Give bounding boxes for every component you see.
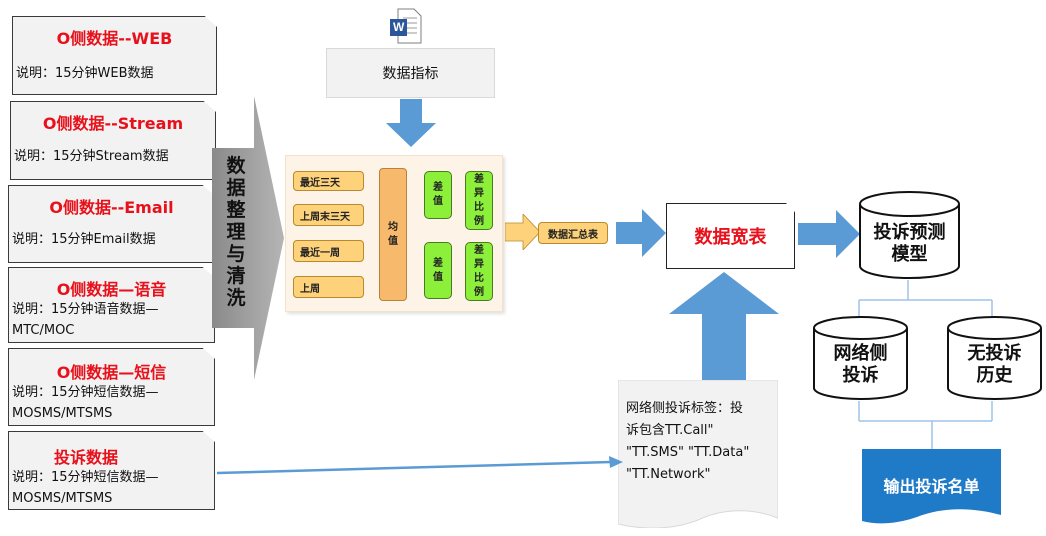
source-title: O侧数据--Stream bbox=[42, 114, 184, 133]
arrow-up-to-wide-table bbox=[669, 272, 779, 380]
source-title: O侧数据--Email bbox=[49, 198, 174, 217]
source-title: 投诉数据 bbox=[54, 448, 119, 467]
source-box-stream: O侧数据--Stream 说明：15分钟Stream数据 bbox=[10, 101, 216, 180]
source-desc: 说明：15分钟语音数据—MTC/MOC bbox=[12, 302, 159, 338]
arrow-to-wide-table bbox=[616, 209, 666, 257]
cleaning-arrow bbox=[212, 96, 284, 380]
period-last-week: 上周 bbox=[293, 276, 364, 298]
source-title: O侧数据—语音 bbox=[56, 280, 167, 299]
cleaning-label: 数据整理与清洗 bbox=[226, 155, 246, 309]
output-list-box: 输出投诉名单 bbox=[862, 449, 1001, 524]
output-connector bbox=[858, 401, 993, 451]
output-label: 输出投诉名单 bbox=[883, 477, 980, 496]
predict-model-cylinder: 投诉预测模型 bbox=[858, 190, 961, 280]
arrow-to-summary bbox=[505, 214, 540, 250]
ratio-box-1: 差异比例 bbox=[465, 171, 493, 230]
source-title: O侧数据—短信 bbox=[56, 363, 167, 382]
arrow-down-metrics bbox=[386, 99, 436, 147]
source-desc: 说明：15分钟短信数据—MOSMS/MTSMS bbox=[12, 470, 159, 506]
note-line-3: "TT.SMS" "TT.Data" bbox=[626, 445, 750, 460]
source-box-voice: O侧数据—语音 说明：15分钟语音数据—MTC/MOC bbox=[8, 267, 215, 343]
diff-box-2: 差值 bbox=[424, 242, 452, 299]
note-line-1: 网络侧投诉标签：投 bbox=[626, 401, 744, 416]
summary-table-box: 数据汇总表 bbox=[538, 222, 608, 244]
source-box-web: O侧数据--WEB 说明：15分钟WEB数据 bbox=[12, 16, 217, 95]
no-history-cylinder: 无投诉历史 bbox=[946, 315, 1043, 401]
period-recent-week: 最近一周 bbox=[293, 240, 364, 262]
wide-table-box: 数据宽表 bbox=[666, 203, 795, 269]
word-icon-letter: W bbox=[393, 20, 405, 34]
word-document-icon: W bbox=[390, 8, 422, 44]
complaint-to-note-arrow bbox=[216, 456, 623, 475]
arrow-to-model bbox=[798, 210, 860, 258]
source-box-complaint: 投诉数据 说明：15分钟短信数据—MOSMS/MTSMS bbox=[8, 431, 215, 510]
network-tag-note: 网络侧投诉标签：投 诉包含TT.Call" "TT.SMS" "TT.Data"… bbox=[617, 379, 779, 529]
source-desc: 说明：15分钟短信数据—MOSMS/MTSMS bbox=[12, 385, 159, 421]
predict-model-label: 投诉预测模型 bbox=[873, 222, 946, 265]
mean-box: 均值 bbox=[379, 168, 407, 301]
source-desc: 说明：15分钟Stream数据 bbox=[14, 149, 169, 164]
diff-box-1: 差值 bbox=[424, 171, 452, 219]
source-box-email: O侧数据--Email 说明：15分钟Email数据 bbox=[8, 185, 215, 263]
source-title: O侧数据--WEB bbox=[56, 29, 173, 48]
wide-table-label: 数据宽表 bbox=[694, 227, 767, 248]
no-history-label: 无投诉历史 bbox=[967, 343, 1022, 386]
source-box-sms: O侧数据—短信 说明：15分钟短信数据—MOSMS/MTSMS bbox=[8, 348, 215, 426]
metrics-label: 数据指标 bbox=[382, 66, 439, 82]
period-recent-3-days: 最近三天 bbox=[293, 171, 364, 191]
metrics-box: 数据指标 bbox=[326, 48, 495, 98]
period-last-weekend: 上周末三天 bbox=[293, 204, 364, 226]
ratio-box-2: 差异比例 bbox=[465, 242, 493, 301]
network-side-label: 网络侧投诉 bbox=[833, 343, 888, 386]
source-desc: 说明：15分钟Email数据 bbox=[12, 232, 156, 247]
note-line-4: "TT.Network" bbox=[626, 467, 711, 482]
note-line-2: 诉包含TT.Call" bbox=[626, 423, 714, 438]
source-desc: 说明：15分钟WEB数据 bbox=[16, 66, 154, 81]
network-side-cylinder: 网络侧投诉 bbox=[812, 315, 909, 401]
